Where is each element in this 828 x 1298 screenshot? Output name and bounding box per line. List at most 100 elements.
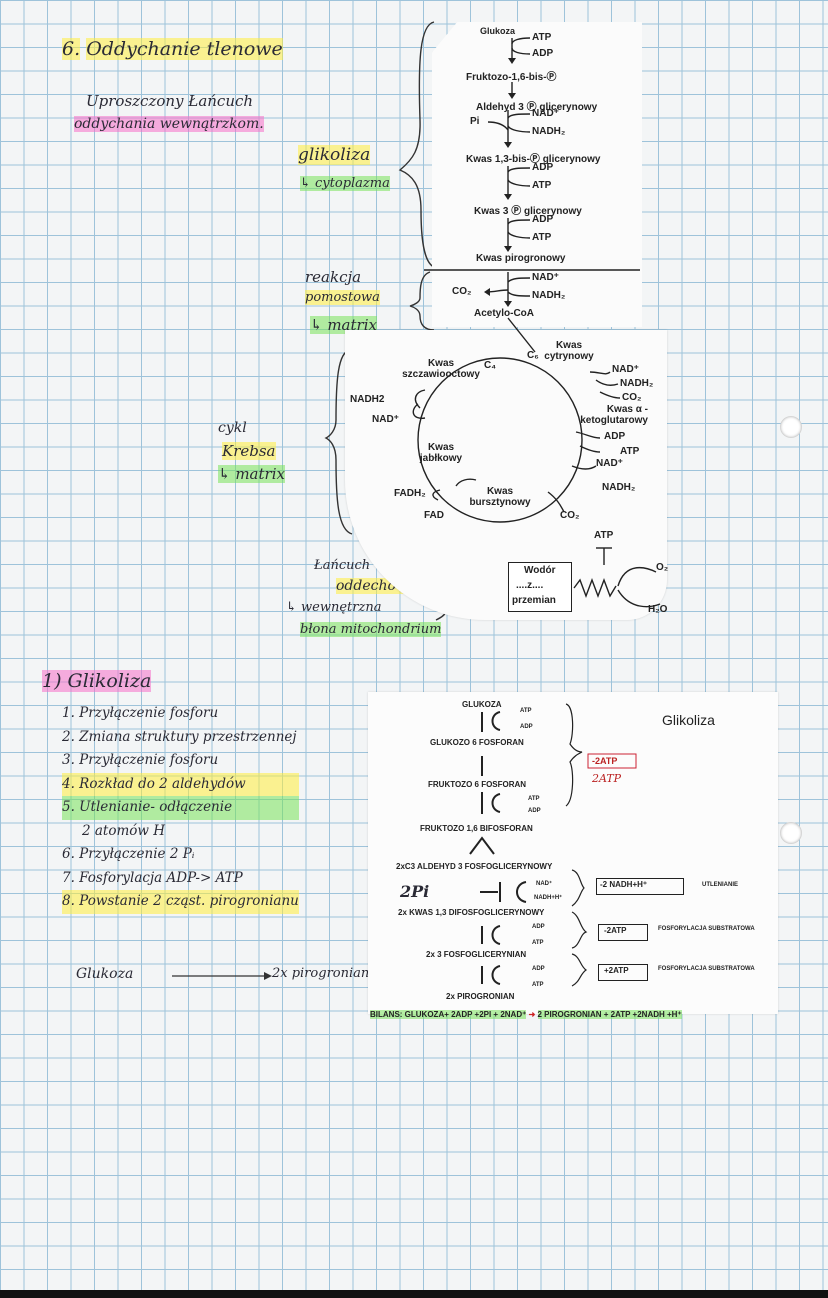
td-atp3: ATP	[532, 232, 552, 243]
kr-szczaw: Kwas szczawiooctowy	[402, 358, 480, 380]
po-nadh-box-text: -2 NADH+H⁺	[600, 880, 648, 889]
glikoliza-step: 4. Rozkład do 2 aldehydów	[62, 772, 299, 796]
td-adp2: ADP	[532, 162, 554, 173]
punch-hole	[780, 416, 802, 438]
td-acetylo: Acetylo-CoA	[474, 308, 535, 319]
note-etc-loc2: błona mitochondrium	[300, 622, 442, 637]
po-f16: FRUKTOZO 1,6 BIFOSFORAN	[420, 824, 533, 833]
po-f6p: FRUKTOZO 6 FOSFORAN	[428, 780, 527, 789]
punch-hole-2	[780, 822, 802, 844]
td-pi: Pi	[470, 116, 480, 127]
note-link-1: reakcja	[305, 268, 362, 286]
note-glycolysis-loc: ↳ cytoplazma	[300, 176, 390, 191]
kr-adp: ADP	[604, 431, 626, 442]
po-2atp-box1	[598, 924, 648, 941]
po-adp-b: ADP	[528, 808, 541, 814]
td-kwas13: Kwas 1,3-bis-Ⓟ glicerynowy	[466, 154, 601, 165]
po-atp-a: ATP	[520, 708, 532, 714]
td-nadh2: NADH₂	[532, 126, 566, 137]
po-atp-d: ATP	[532, 982, 544, 988]
note-link-2: pomostowa	[305, 290, 380, 305]
td-fruktozo: Fruktozo-1,6-bis-Ⓟ	[466, 72, 557, 83]
td-atp1: ATP	[532, 32, 552, 43]
po-adp-c: ADP	[532, 924, 545, 930]
kr-atp: ATP	[620, 446, 640, 457]
glikoliza-step: 6. Przyłączenie 2 Pᵢ	[62, 846, 195, 862]
note-glycolysis: glikoliza	[298, 145, 371, 165]
po-title: Glikoliza	[662, 712, 715, 728]
etc-box1: Wodór	[524, 565, 556, 576]
po-2atp-2: +2ATP	[604, 966, 629, 975]
kr-nadh1: NADH₂	[620, 378, 654, 389]
kr-cytryn: Kwas cytrynowy	[544, 340, 594, 362]
po-fosf1: FOSFORYLACJA SUBSTRATOWA	[658, 926, 755, 932]
note-krebs-1: cykl	[218, 420, 247, 436]
glikoliza-step: 5. Utlenianie- odłączenie	[62, 796, 299, 820]
kr-nadh2-left: NADH2	[350, 394, 385, 405]
td-kwas3: Kwas 3 Ⓟ glicerynowy	[474, 206, 582, 217]
etc-o2: O₂	[656, 562, 669, 573]
kr-nadh2b: NADH₂	[602, 482, 636, 493]
td-adp3: ADP	[532, 214, 554, 225]
po-atp-c: ATP	[532, 940, 544, 946]
etc-h2o: H₂O	[648, 604, 668, 615]
po-bilans: BILANS: GLUKOZA+ 2ADP +2PI + 2NAD⁺ ➜ 2 P…	[370, 1010, 682, 1019]
subheading-line1: Uproszczony Łańcuch	[86, 92, 254, 110]
etc-box2: ....z....	[516, 580, 544, 591]
td-pirogronowy: Kwas pirogronowy	[476, 253, 566, 264]
glikoliza-step: 3. Przyłączenie fosforu	[62, 752, 219, 768]
etc-box3: przemian	[512, 595, 556, 606]
po-g6p: GLUKOZO 6 FOSFORAN	[430, 738, 524, 747]
po-hand2atp: 2ATP	[592, 772, 622, 785]
etc-atp: ATP	[594, 530, 614, 541]
po-piro: 2x PIROGRONIAN	[446, 992, 515, 1001]
glikoliza-step: 8. Powstanie 2 cząst. pirogronianu	[62, 890, 299, 914]
po-nadh: NADH+H⁺	[534, 895, 563, 901]
po-bilans-arrow: ➜	[528, 1010, 536, 1019]
po-glukoza: GLUKOZA	[462, 700, 502, 709]
glikoliza-printout	[368, 692, 778, 1014]
summary-pirogronian: 2x pirogronian	[272, 966, 370, 981]
po-2atp-1: -2ATP	[604, 926, 627, 935]
kr-nad1: NAD⁺	[612, 364, 639, 375]
kr-co2-1: CO₂	[622, 392, 642, 403]
summary-glukoza: Glukoza	[76, 966, 134, 982]
po-adp-d: ADP	[532, 966, 545, 972]
kr-c6: C₆	[527, 350, 539, 361]
po-kwas13: 2x KWAS 1,3 DIFOSFOGLICERYNOWY	[398, 908, 545, 917]
td-atp2: ATP	[532, 180, 552, 191]
kr-burszt: Kwas bursztynowy	[469, 486, 531, 508]
glikoliza-title: 1) Glikoliza	[42, 670, 152, 692]
po-nad: NAD⁺	[536, 881, 553, 887]
po-2pi: 2Pi	[400, 882, 430, 901]
top-diagram-paper	[432, 22, 642, 327]
note-krebs-loc: ↳ matrix	[218, 465, 285, 483]
td-nadh2-2: NADH₂	[532, 290, 566, 301]
glikoliza-step: 2 atomów H	[82, 822, 166, 839]
kr-co2-2: CO₂	[560, 510, 580, 521]
po-kwas3: 2x 3 FOSFOGLICERYNIAN	[426, 950, 527, 959]
td-aldehyd: Aldehyd 3 Ⓟ glicerynowy	[476, 102, 598, 113]
po-adp-a: ADP	[520, 724, 533, 730]
note-link-loc: ↳ matrix	[310, 316, 377, 334]
td-nad: NAD⁺	[532, 108, 559, 119]
heading-number: 6.	[62, 38, 81, 60]
subheading-line2: oddychania wewnątrzkom.	[74, 116, 264, 132]
glikoliza-step: 7. Fosforylacja ADP-> ATP	[62, 869, 243, 886]
po-fosf2: FOSFORYLACJA SUBSTRATOWA	[658, 966, 755, 972]
note-etc-loc: ↳ wewnętrzna	[286, 600, 382, 615]
kr-fadh2: FADH₂	[394, 488, 426, 499]
po-bilans-right: 2 PIROGRONIAN + 2ATP +2NADH +H⁺	[537, 1010, 682, 1019]
kr-fad: FAD	[424, 510, 444, 521]
po-bilans-left: BILANS: GLUKOZA+ 2ADP +2PI + 2NAD⁺	[370, 1010, 527, 1019]
etc-box	[508, 562, 572, 612]
top-diagram-lines	[412, 37, 661, 608]
td-co2: CO₂	[452, 286, 472, 297]
po-ald: 2xC3 ALDEHYD 3 FOSFOGLICERYNOWY	[396, 862, 553, 871]
po-nadh-box	[596, 878, 684, 895]
heading-title: Oddychanie tlenowe	[86, 38, 283, 60]
td-nad2: NAD⁺	[532, 272, 559, 283]
glikoliza-step: 2. Zmiana struktury przestrzennej	[62, 728, 297, 745]
